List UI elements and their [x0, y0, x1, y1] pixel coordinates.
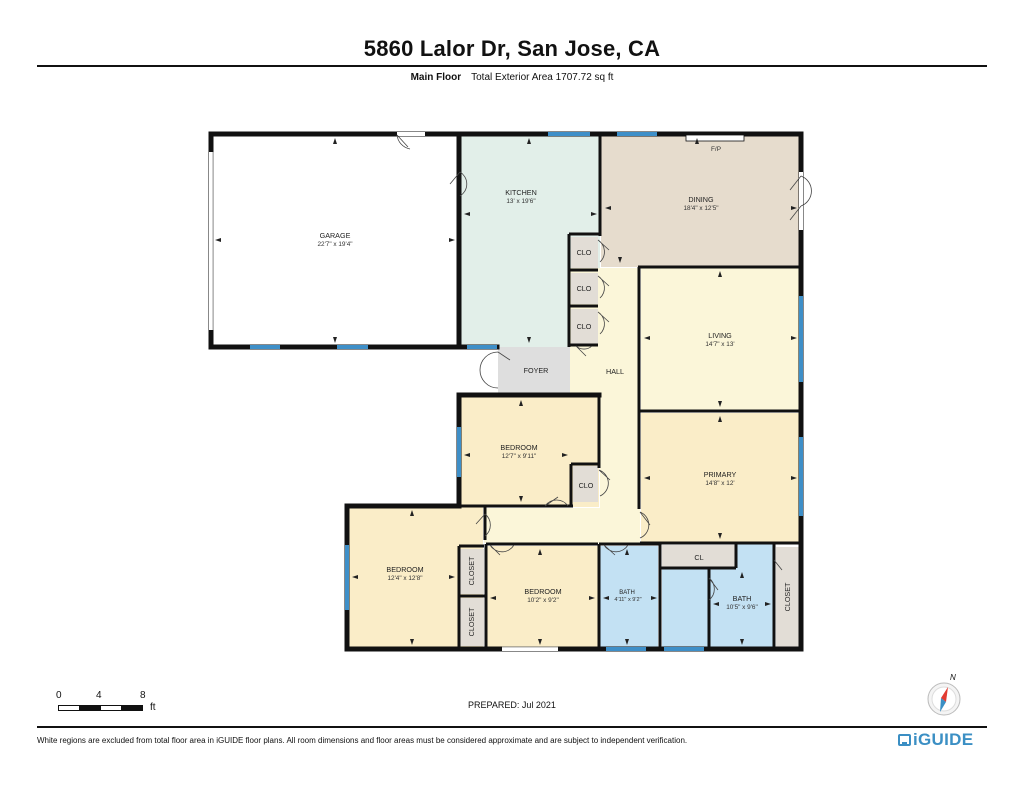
primary-label: PRIMARY	[704, 470, 737, 479]
cl-fill	[662, 545, 735, 569]
primary-fill	[641, 413, 801, 543]
bedroom3-fill	[486, 546, 598, 648]
clo2-label: CLO	[577, 284, 592, 293]
hall-fill-corridor	[484, 508, 640, 543]
bedroom2-dims: 12'4" x 12'8"	[387, 575, 422, 582]
clo1-fill	[571, 237, 598, 268]
foyer-label: FOYER	[524, 366, 549, 375]
interior-walls	[457, 134, 801, 649]
bedroom3-dims: 10'2" x 9'2"	[527, 597, 559, 604]
opening-edges	[212, 152, 558, 648]
fireplace-icon	[685, 134, 745, 142]
living-fill	[641, 268, 801, 411]
primary-dims: 14'8" x 12'	[705, 480, 734, 487]
scale-seg-3	[100, 705, 122, 711]
dining-fill	[601, 134, 801, 267]
garage-dims: 22'7" x 19'4"	[317, 241, 352, 248]
windows	[250, 132, 803, 651]
bath1-dims: 4'11" x 9'2"	[614, 597, 641, 603]
hall-fill-lower	[600, 413, 640, 523]
closet3-label: CLOSET	[783, 582, 792, 611]
clo3-label: CLO	[577, 322, 592, 331]
scale-seg-1	[58, 705, 80, 711]
cl-label: CL	[694, 553, 703, 562]
scale-seg-2	[79, 705, 101, 711]
dimension-arrows	[215, 138, 797, 645]
bath2-fill-top	[737, 544, 773, 569]
garage-fill	[211, 134, 459, 347]
living-dims: 14'7" x 13'	[705, 341, 734, 348]
closet2-label: CLOSET	[467, 607, 476, 636]
footer-rule	[37, 726, 987, 728]
floor-subtitle: Main Floor Total Exterior Area 1707.72 sq…	[0, 72, 1024, 83]
openings	[209, 132, 803, 651]
scale-seg-4	[121, 705, 143, 711]
bath2-label: BATH	[733, 594, 752, 603]
bedroom1-dims: 12'7" x 9'11"	[502, 453, 537, 460]
bath1-label: BATH	[619, 590, 635, 596]
dining-label: DINING	[688, 195, 714, 204]
iguide-logo-icon	[898, 734, 911, 746]
prepared-date: PREPARED: Jul 2021	[468, 700, 556, 710]
closet1-fill	[459, 549, 484, 594]
kitchen-dims: 13' x 19'6"	[506, 198, 535, 205]
clo4-label: CLO	[579, 481, 594, 490]
scale-tick-8: 8	[140, 690, 146, 701]
closet2-fill	[459, 598, 484, 646]
compass-north-label: N	[950, 673, 956, 682]
scale-tick-4: 4	[96, 690, 102, 701]
scale-tick-0: 0	[56, 690, 62, 701]
doors	[396, 134, 812, 601]
floor-name: Main Floor	[410, 72, 462, 83]
garage-label: GARAGE	[320, 231, 351, 240]
fireplace-label: F/P	[711, 146, 721, 153]
bath2-dims: 10'5" x 9'6"	[726, 604, 758, 611]
clo3-fill	[571, 309, 598, 344]
dining-dims: 18'4" x 12'5"	[683, 205, 718, 212]
scale-unit: ft	[150, 702, 156, 713]
bedroom3-label: BEDROOM	[524, 587, 561, 596]
disclaimer: White regions are excluded from total fl…	[37, 736, 688, 745]
foyer-fill	[498, 347, 570, 393]
bedroom2-label: BEDROOM	[386, 565, 423, 574]
clo2-fill	[571, 273, 598, 304]
iguide-logo-text: iGUIDE	[913, 730, 974, 749]
closet3-fill	[776, 547, 800, 648]
iguide-logo: iGUIDE	[898, 730, 973, 750]
page-title: 5860 Lalor Dr, San Jose, CA	[363, 36, 661, 61]
compass-icon: N	[927, 673, 961, 716]
hall-label: HALL	[606, 367, 624, 376]
bath2-fill-left	[662, 569, 710, 648]
living-label: LIVING	[708, 331, 732, 340]
scale-bar: 0 4 8 ft	[56, 690, 166, 716]
clo4-fill	[573, 466, 598, 502]
title-rule	[37, 65, 987, 67]
closet1-label: CLOSET	[467, 556, 476, 585]
area-text: Total Exterior Area 1707.72 sq ft	[471, 72, 614, 83]
bath1-fill	[600, 546, 658, 648]
clo1-label: CLO	[577, 248, 592, 257]
bedroom1-label: BEDROOM	[500, 443, 537, 452]
kitchen-label: KITCHEN	[505, 188, 537, 197]
